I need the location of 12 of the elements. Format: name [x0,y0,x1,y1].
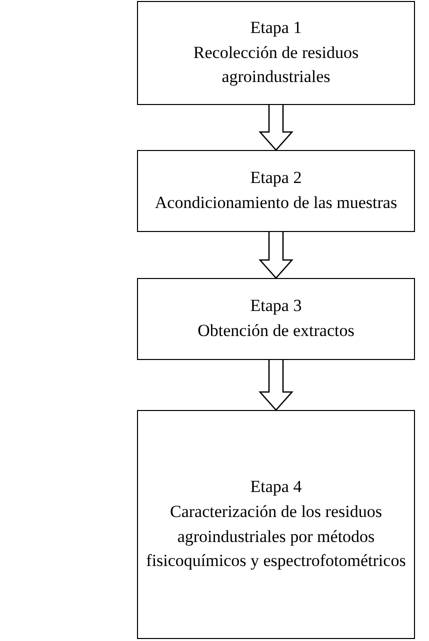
stage-description: Obtención de extractos [198,320,354,342]
process-box [137,1,415,105]
process-box [137,150,415,232]
stage-heading: Etapa 1 [250,17,302,40]
process-box [137,278,415,360]
process-box [137,410,415,639]
stage-heading: Etapa 2 [250,167,302,190]
stage-heading: Etapa 4 [250,476,302,498]
stage-description: Recolección de residuos agroindustriales [192,42,360,88]
stage-description: Caracterización de los residuos agroindustriales por métodos fisicoquímicos y espectrofotométricos [146,500,406,572]
stage-heading: Etapa 3 [250,295,302,318]
stage-description: Acondicionamiento de las muestras [154,192,398,214]
